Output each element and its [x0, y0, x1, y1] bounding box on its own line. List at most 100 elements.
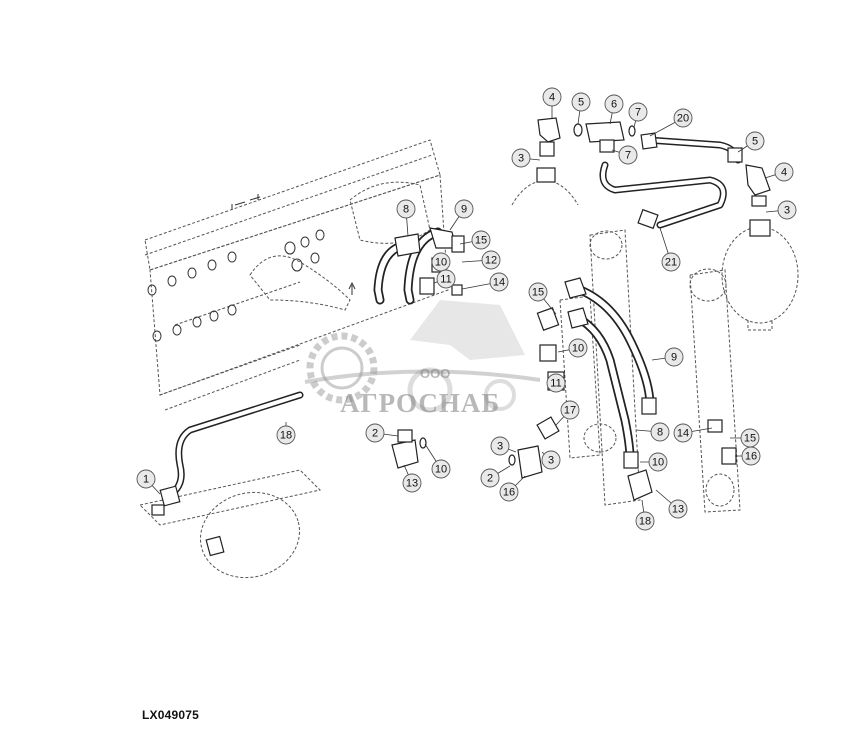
callout-bubble	[661, 252, 681, 272]
callout-10: 10	[640, 452, 668, 472]
callout-label: 15	[475, 235, 487, 247]
callout-2: 2	[480, 465, 511, 488]
callout-bubble	[741, 446, 761, 466]
callout-bubble	[396, 199, 416, 219]
callout-label: 10	[435, 257, 447, 269]
callout-label: 12	[485, 255, 497, 267]
callout-label: 13	[406, 478, 418, 490]
callout-bubble	[568, 338, 588, 358]
callout-5: 5	[571, 92, 591, 125]
callout-6: 6	[604, 94, 624, 125]
callout-bubble	[628, 102, 648, 122]
watermark-name: АГРОСНАБ	[340, 388, 500, 418]
callout-10: 10	[424, 443, 451, 479]
callout-11: 11	[433, 269, 456, 289]
callout-label: 18	[280, 430, 292, 442]
callout-label: 7	[625, 150, 631, 162]
callout-label: 11	[550, 378, 561, 390]
callout-label: 16	[503, 487, 515, 499]
callout-label: 1	[143, 474, 149, 486]
callout-16: 16	[735, 446, 761, 466]
callout-4: 4	[542, 87, 562, 118]
callout-9: 9	[651, 347, 684, 367]
callout-label: 13	[672, 504, 684, 516]
callout-label: 6	[611, 99, 617, 111]
callout-10: 10	[557, 338, 588, 358]
callout-bubble	[511, 148, 531, 168]
callout-18: 18	[276, 422, 296, 445]
callout-15: 15	[459, 230, 491, 250]
callout-bubble	[365, 423, 385, 443]
callout-bubble	[604, 94, 624, 114]
callout-bubble	[541, 450, 561, 470]
callout-bubble	[664, 347, 684, 367]
callout-label: 20	[677, 113, 689, 125]
callout-bubble	[528, 282, 548, 302]
callout-bubble	[489, 272, 509, 292]
right-accumulator	[721, 219, 799, 331]
callout-label: 9	[461, 204, 467, 216]
callout-label: 14	[677, 428, 689, 440]
callout-bubble	[635, 511, 655, 531]
callout-bubble	[618, 145, 638, 165]
callout-label: 17	[564, 405, 576, 417]
callout-bubble	[276, 425, 296, 445]
callout-label: 7	[635, 107, 641, 119]
callout-bubble	[650, 422, 670, 442]
callout-bubble	[481, 250, 501, 270]
callout-label: 16	[745, 451, 757, 463]
callout-label: 4	[781, 167, 787, 179]
callout-3: 3	[765, 200, 797, 220]
callout-bubble	[673, 423, 693, 443]
callout-label: 10	[572, 343, 584, 355]
callout-bubble	[136, 469, 156, 489]
callout-label: 14	[493, 277, 505, 289]
callout-bubble	[431, 459, 451, 479]
lift-cylinders	[559, 229, 741, 513]
callout-bubble	[560, 400, 580, 420]
callout-18: 18	[635, 499, 655, 531]
callout-3: 3	[541, 450, 561, 470]
callout-bubble	[546, 373, 566, 393]
callout-20: 20	[649, 108, 693, 137]
callout-9: 9	[449, 199, 474, 231]
callout-14: 14	[673, 423, 713, 443]
callout-7: 7	[628, 102, 648, 128]
callout-7: 7	[611, 145, 638, 165]
callout-4: 4	[764, 162, 794, 182]
callout-label: 15	[532, 287, 544, 299]
callout-bubble	[673, 108, 693, 128]
callout-17: 17	[555, 400, 580, 426]
figure-code: LX049075	[142, 708, 199, 722]
callout-label: 3	[518, 153, 524, 165]
callout-bubble	[436, 269, 456, 289]
callout-bubble	[668, 499, 688, 519]
callout-bubble	[499, 482, 519, 502]
callout-bubble	[745, 131, 765, 151]
watermark-logo: ООО АГРОСНАБ	[304, 300, 541, 418]
watermark-prefix: ООО	[420, 366, 450, 381]
callout-bubble	[777, 200, 797, 220]
callout-label: 10	[652, 457, 664, 469]
callout-label: 5	[752, 136, 758, 148]
callout-10: 10	[431, 252, 451, 272]
callout-bubble	[454, 199, 474, 219]
callout-bubble	[648, 452, 668, 472]
callout-label: 3	[784, 205, 790, 217]
callout-bubble	[774, 162, 794, 182]
callout-8: 8	[635, 422, 670, 442]
callout-1: 1	[136, 469, 161, 495]
callout-12: 12	[461, 250, 501, 270]
callout-8: 8	[396, 199, 416, 237]
callout-label: 3	[548, 455, 554, 467]
callout-label: 10	[435, 464, 447, 476]
callout-3: 3	[490, 436, 517, 456]
callout-label: 8	[657, 427, 663, 439]
callout-16: 16	[499, 475, 526, 502]
callout-bubble	[471, 230, 491, 250]
callout-label: 15	[744, 433, 756, 445]
callout-label: 8	[403, 204, 409, 216]
callout-bubble	[402, 473, 422, 493]
